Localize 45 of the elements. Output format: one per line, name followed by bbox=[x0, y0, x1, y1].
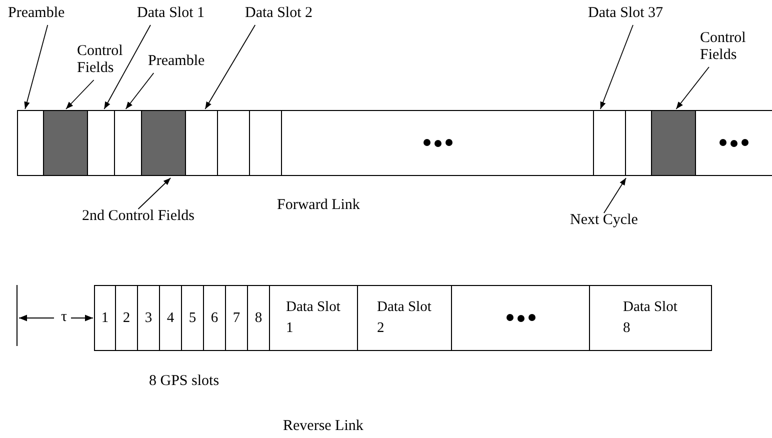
gps-slot: 4 bbox=[160, 285, 182, 351]
control-field-cell bbox=[652, 110, 696, 176]
gps-slot: 7 bbox=[226, 285, 248, 351]
callout-text: Next Cycle bbox=[570, 212, 638, 229]
leader-line bbox=[138, 178, 172, 210]
leader-line bbox=[125, 72, 154, 110]
slot-cell bbox=[218, 110, 250, 176]
leader-line bbox=[604, 178, 626, 214]
callout-text: 2nd Control Fields bbox=[82, 208, 195, 225]
callout-text: Control Fields bbox=[700, 30, 760, 64]
data-slot: Data Slot 8 bbox=[590, 285, 712, 351]
link-title: Reverse Link bbox=[283, 418, 364, 435]
gps-slot: 6 bbox=[204, 285, 226, 351]
callout-text: Data Slot 37 bbox=[588, 5, 663, 22]
slot-cell bbox=[452, 285, 590, 351]
data-slot: Data Slot 2 bbox=[358, 285, 452, 351]
leader-line bbox=[600, 24, 634, 110]
leader-line bbox=[24, 24, 48, 110]
control-field-cell bbox=[142, 110, 186, 176]
leader-line bbox=[104, 24, 151, 110]
callout-text: Preamble bbox=[8, 5, 65, 22]
control-field-cell bbox=[44, 110, 88, 176]
gps-slot: 3 bbox=[138, 285, 160, 351]
leader-line bbox=[204, 24, 256, 110]
slot-group-label: 8 GPS slots bbox=[149, 373, 220, 390]
slot-cell bbox=[186, 110, 218, 176]
leader-line bbox=[66, 80, 94, 110]
slot-cell bbox=[696, 110, 772, 176]
gps-slot: 8 bbox=[248, 285, 270, 351]
gps-slot: 2 bbox=[116, 285, 138, 351]
data-slot: Data Slot 1 bbox=[270, 285, 358, 351]
callout-text: Data Slot 1 bbox=[137, 5, 204, 22]
gps-slot: 5 bbox=[182, 285, 204, 351]
link-title: Forward Link bbox=[277, 197, 360, 214]
slot-cell bbox=[17, 110, 44, 176]
slot-cell bbox=[282, 110, 594, 176]
slot-cell bbox=[250, 110, 282, 176]
callout-text: Preamble bbox=[148, 53, 205, 70]
callout-text: Data Slot 2 bbox=[245, 5, 312, 22]
gps-slot: 1 bbox=[94, 285, 116, 351]
slot-cell bbox=[88, 110, 115, 176]
tau-symbol: τ bbox=[61, 309, 68, 326]
callout-text: Control Fields bbox=[77, 43, 133, 77]
slot-cell bbox=[594, 110, 626, 176]
leader-line bbox=[676, 66, 710, 110]
